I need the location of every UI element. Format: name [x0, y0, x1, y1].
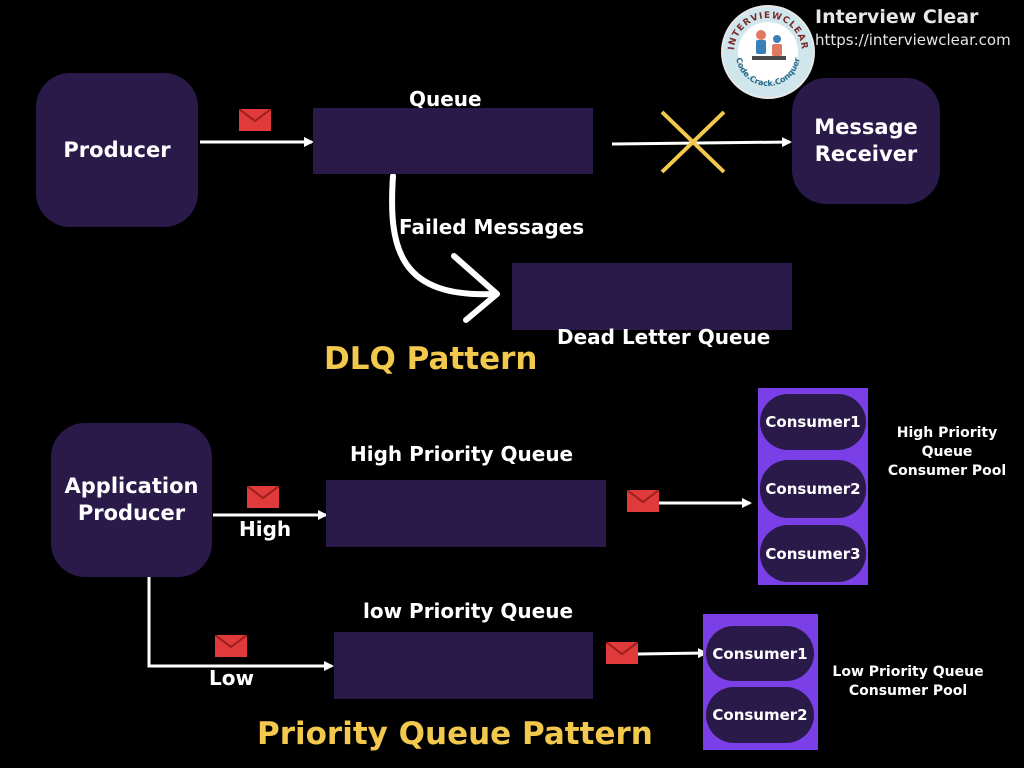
low-pool-consumer-2: Consumer2 [706, 687, 814, 743]
priority-queue-pattern-title: Priority Queue Pattern [257, 716, 653, 752]
dead-letter-queue-label: Dead Letter Queue [557, 325, 771, 349]
high-edge-label: High [239, 517, 292, 541]
application-producer-label: Application Producer [64, 474, 199, 525]
envelope-icon [605, 641, 639, 664]
high-pool-consumer-2: Consumer2 [760, 460, 866, 518]
failed-messages-label: Failed Messages [399, 215, 585, 239]
producer-node [36, 73, 198, 227]
high-priority-queue-box [326, 480, 606, 547]
arrowhead-failed-to-dlq [451, 253, 500, 323]
queue-box [313, 108, 593, 174]
brand-name: Interview Clear [815, 6, 979, 28]
low-pool-caption: Low Priority Queue Consumer Pool [832, 664, 984, 699]
high-pool-consumer-1: Consumer1 [760, 394, 866, 450]
envelope-icon [214, 634, 248, 657]
application-producer-node [51, 423, 212, 577]
envelope-icon [238, 108, 272, 131]
message-receiver-node [792, 78, 940, 204]
cross-icon [660, 110, 726, 174]
brand-logo: INTERVIEWCLEAR Code.Crack.Conquer [720, 4, 816, 100]
envelope-icon [626, 489, 660, 512]
dlq-pattern-title: DLQ Pattern [324, 341, 538, 377]
arrow-queue-to-receiver [611, 137, 792, 148]
low-priority-queue-label: low Priority Queue [363, 599, 574, 623]
high-priority-queue-label: High Priority Queue [350, 442, 574, 466]
arrow-low-queue-to-pool [637, 648, 708, 659]
high-pool-consumer-3: Consumer3 [760, 525, 866, 582]
producer-label: Producer [63, 137, 171, 162]
message-receiver-label: Message Receiver [814, 115, 918, 166]
low-pool-consumer-1: Consumer1 [706, 626, 814, 681]
queue-label: Queue [409, 87, 482, 111]
brand-url[interactable]: https://interviewclear.com [815, 31, 1011, 49]
envelope-icon [246, 485, 280, 508]
low-edge-label: Low [209, 666, 254, 690]
high-pool-caption: High Priority Queue Consumer Pool [887, 425, 1007, 479]
low-priority-queue-box [334, 632, 593, 699]
dead-letter-queue-box [512, 263, 792, 330]
